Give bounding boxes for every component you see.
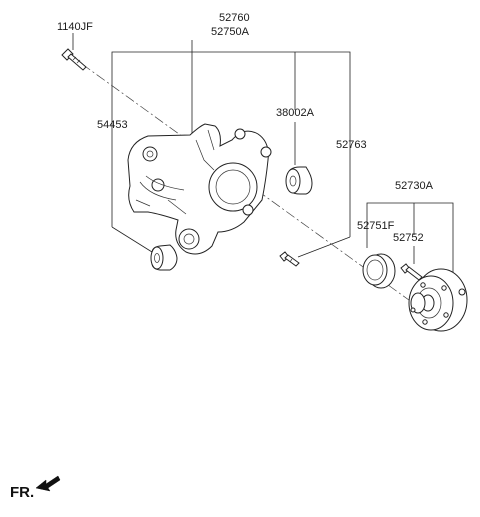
front-direction-arrow-icon [35,475,61,492]
bushing-38002A [285,166,313,195]
label-52752: 52752 [393,232,424,244]
bushing-54453 [150,244,178,271]
bolt-52763 [279,251,300,267]
dust-cover-52751F [362,253,396,289]
front-direction-label: FR. [10,484,34,501]
label-1140JF: 1140JF [57,21,93,33]
label-52763: 52763 [336,139,367,151]
bolt-52752 [400,263,423,281]
knuckle-52750A [127,123,272,255]
leader-lines [72,33,454,284]
label-38002A: 38002A [276,107,315,119]
label-52730A: 52730A [395,180,434,192]
hub-assembly-52730A [408,268,468,332]
bolt-1140JF [61,48,87,71]
label-52760: 52760 [219,12,250,24]
label-52750A: 52750A [211,26,250,38]
label-52751F: 52751F [357,220,395,232]
